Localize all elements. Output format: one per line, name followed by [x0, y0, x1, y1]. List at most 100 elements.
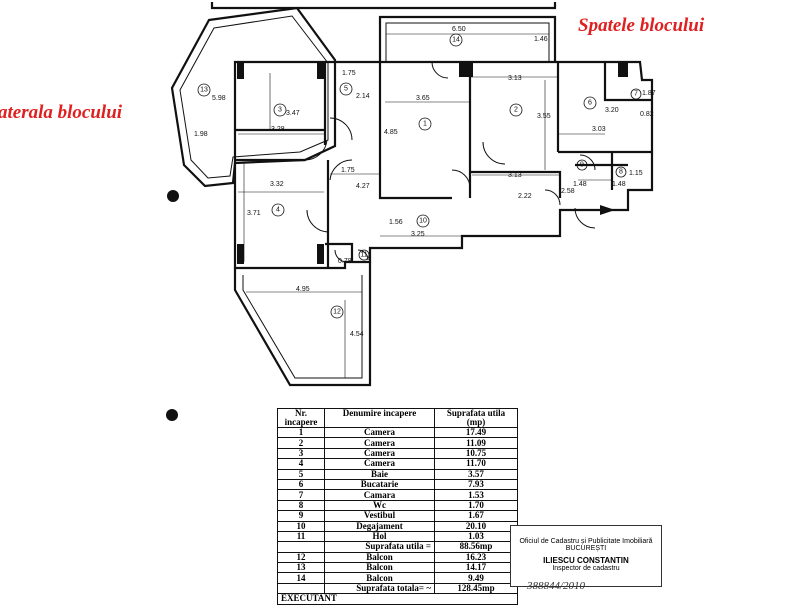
- row-area: 1.70: [434, 499, 518, 512]
- row-name: Balcon: [324, 562, 435, 574]
- row-area: 20.10: [434, 520, 518, 532]
- dim-355: 3.55: [537, 113, 551, 120]
- row-area: 1.03: [434, 530, 518, 543]
- dim-598: 5.98: [212, 95, 226, 102]
- row-nr: 9: [277, 510, 325, 522]
- room-12-number: 12: [333, 309, 341, 316]
- dim-427: 4.27: [356, 183, 370, 190]
- dim-082: 0.82: [640, 111, 654, 118]
- balcony-12-outline: [233, 262, 372, 387]
- row-nr: 13: [277, 562, 325, 574]
- dim-115: 1.15: [629, 170, 643, 177]
- apartment-outline: [233, 60, 654, 270]
- dim-187: 1.87: [642, 90, 656, 97]
- dim-258: 2.58: [561, 188, 575, 195]
- top-frame: [210, 2, 557, 10]
- room-5-number: 5: [344, 86, 348, 93]
- row-nr: 3: [277, 447, 325, 460]
- room-10-number: 10: [419, 218, 427, 225]
- row-name: Camara: [324, 489, 435, 501]
- stamp-inspector-name: ILIESCU CONSTANTIN: [543, 556, 629, 565]
- row-name: Bucatarie: [324, 478, 435, 491]
- dim-365: 3.65: [416, 95, 430, 102]
- dim-332: 3.32: [270, 181, 284, 188]
- room-9-number: 9: [580, 162, 584, 169]
- row-area: 3.57: [434, 468, 518, 480]
- row-area: 17.49: [434, 426, 518, 439]
- header-area: Suprafata utila (mp): [434, 408, 518, 428]
- row-name: Camera: [324, 458, 435, 470]
- room-7-number: 7: [634, 91, 638, 98]
- useful-area-row: Suprafata utila = 88.56mp: [277, 541, 518, 553]
- row-area: 11.09: [434, 437, 518, 449]
- row-nr: 8: [277, 499, 325, 512]
- row-name: Balcon: [324, 572, 435, 584]
- row-nr: 1: [277, 426, 325, 439]
- dim-347: 3.47: [286, 110, 300, 117]
- dim-303: 3.03: [592, 126, 606, 133]
- room-2-number: 2: [514, 107, 518, 114]
- room-3-number: 3: [278, 107, 282, 114]
- executant-row: EXECUTANT: [277, 593, 518, 605]
- dim-325: 3.25: [411, 231, 425, 238]
- row-name: Camera: [324, 437, 435, 449]
- room-13-number: 13: [200, 87, 208, 94]
- row-area: 10.75: [434, 447, 518, 460]
- row-name: Baie: [324, 468, 435, 480]
- dim-222: 2.22: [518, 193, 532, 200]
- row-nr: 7: [277, 489, 325, 501]
- dim-328: 3.28: [271, 126, 285, 133]
- row-area: 9.49: [434, 572, 518, 584]
- side-of-building-label: aterala blocului: [0, 102, 123, 123]
- dim-148b: 1.48: [612, 181, 626, 188]
- total-area-row: Suprafata totala= ~ 128.45mp: [277, 582, 518, 595]
- header-name: Denumire incapere: [324, 408, 435, 428]
- dim-313b: 3.13: [508, 172, 522, 179]
- room-1-number: 1: [423, 121, 427, 128]
- dim-313a: 3.13: [508, 75, 522, 82]
- total-area-label: Suprafata totala= ~: [324, 582, 435, 595]
- row-name: Vestibul: [324, 510, 435, 522]
- registration-number: 388844/2010: [527, 580, 586, 592]
- header-nr: Nr. incapere: [277, 408, 325, 428]
- row-name: Camera: [324, 426, 435, 439]
- row-nr: 5: [277, 468, 325, 480]
- row-name: Hol: [324, 530, 435, 543]
- executant-label: EXECUTANT: [277, 593, 518, 605]
- row-area: 11.70: [434, 458, 518, 470]
- row-nr: 12: [277, 551, 325, 564]
- row-area: 7.93: [434, 478, 518, 491]
- room-11-number: 11: [360, 252, 367, 259]
- stamp-city: BUCUREȘTI: [565, 545, 607, 552]
- dim-146: 1.46: [534, 36, 548, 43]
- dim-078: 0.78: [338, 258, 352, 265]
- row-name: Balcon: [324, 551, 435, 564]
- row-nr: 10: [277, 520, 325, 532]
- row-nr: 11: [277, 530, 325, 543]
- dim-320: 3.20: [605, 107, 619, 114]
- room-14-number: 14: [452, 37, 460, 44]
- row-nr: 6: [277, 478, 325, 491]
- stamp-office: Oficiul de Cadastru și Publicitate Imobi…: [519, 538, 653, 545]
- row-nr: 14: [277, 572, 325, 584]
- row-area: 16.23: [434, 551, 518, 564]
- room-area-table: Nr. incapere Denumire incapere Suprafata…: [277, 408, 518, 605]
- useful-area-value: 88.56mp: [434, 541, 518, 553]
- row-area: 1.67: [434, 510, 518, 522]
- room-8-number: 8: [619, 169, 623, 176]
- row-name: Wc: [324, 499, 435, 512]
- dim-454: 4.54: [350, 331, 364, 338]
- dim-214: 2.14: [356, 93, 370, 100]
- stamp-inspector-title: Inspector de cadastru: [552, 565, 620, 572]
- row-nr: 2: [277, 437, 325, 449]
